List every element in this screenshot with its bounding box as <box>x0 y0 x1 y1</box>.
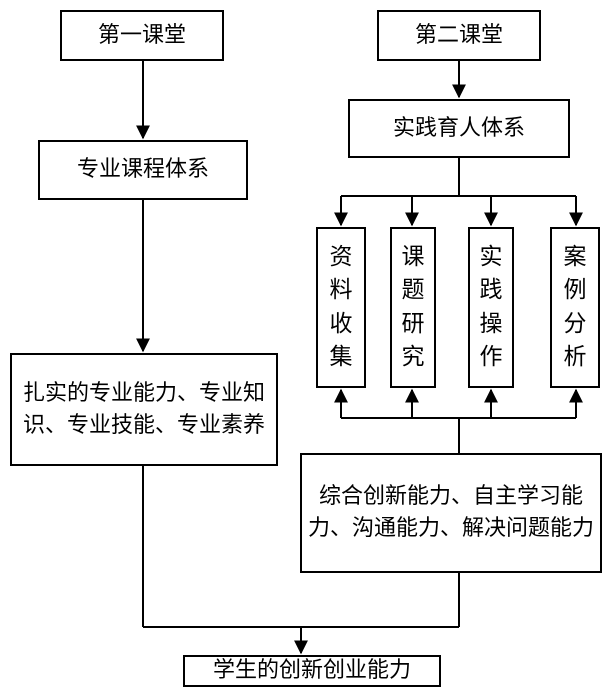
second-classroom-box: 第二课堂 <box>377 10 541 61</box>
item-box-1: 资料收集 <box>316 227 366 388</box>
second-classroom-label: 第二课堂 <box>414 22 503 48</box>
solid-abilities-label: 扎实的专业能力、专业知识、专业技能、专业素养 <box>22 380 265 438</box>
item-label-2: 课题研究 <box>401 243 425 370</box>
comprehensive-abilities-box: 综合创新能力、自主学习能力、沟通能力、解决问题能力 <box>300 453 602 573</box>
item-box-3: 实践操作 <box>468 227 514 388</box>
item-label-4: 案例分析 <box>563 243 587 370</box>
outcome-box: 学生的创新创业能力 <box>183 655 441 687</box>
outcome-label: 学生的创新创业能力 <box>212 658 411 684</box>
comprehensive-abilities-label: 综合创新能力、自主学习能力、沟通能力、解决问题能力 <box>308 484 595 541</box>
professional-course-system-label: 专业课程体系 <box>76 157 209 183</box>
first-classroom-label: 第一课堂 <box>97 22 186 48</box>
first-classroom-box: 第一课堂 <box>60 10 224 61</box>
practice-education-system-label: 实践育人体系 <box>392 115 525 141</box>
professional-course-system-box: 专业课程体系 <box>38 140 248 200</box>
item-label-3: 实践操作 <box>479 243 503 370</box>
item-box-2: 课题研究 <box>390 227 436 388</box>
solid-abilities-box: 扎实的专业能力、专业知识、专业技能、专业素养 <box>10 353 278 466</box>
practice-education-system-box: 实践育人体系 <box>348 99 570 158</box>
item-box-4: 案例分析 <box>550 227 600 388</box>
item-label-1: 资料收集 <box>329 243 353 370</box>
